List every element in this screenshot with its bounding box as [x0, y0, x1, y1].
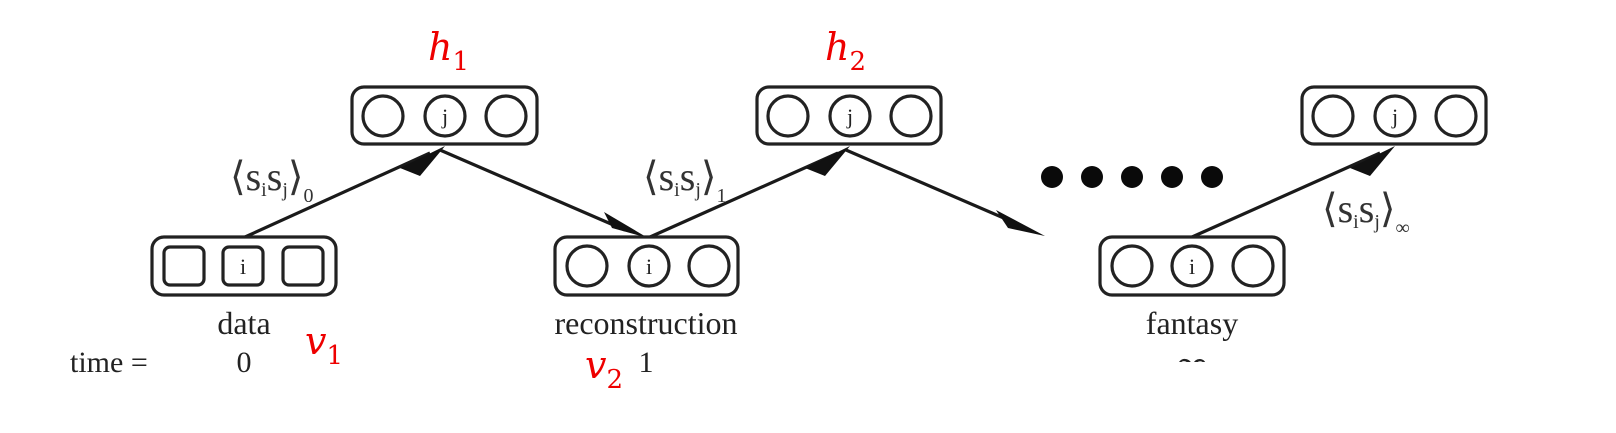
crop-mask	[990, 362, 1616, 433]
arrowhead-h1	[400, 146, 445, 176]
unit-square	[162, 245, 206, 287]
unit-circle	[361, 94, 405, 138]
stat-label-1: ⟨sisj⟩1	[643, 154, 726, 207]
unit-circle	[1311, 94, 1355, 138]
unit-circle	[484, 94, 528, 138]
layer-hidden-2: j	[755, 85, 943, 146]
svg-text:⟨sisj⟩0: ⟨sisj⟩0	[230, 154, 313, 207]
arrowhead-h2	[805, 146, 850, 176]
annotation-v1: v1	[305, 319, 343, 371]
time-value-1: 1	[639, 346, 654, 379]
unit-label-j: j	[846, 104, 853, 129]
annotation-v2: v2	[585, 343, 623, 395]
time-label: time =	[70, 346, 148, 379]
unit-circle	[889, 94, 933, 138]
unit-circle-i	[1170, 244, 1214, 288]
time-value-0: 0	[237, 346, 252, 379]
unit-circle	[687, 244, 731, 288]
connections	[244, 146, 1395, 239]
unit-square-i	[221, 245, 265, 287]
svg-text:⟨sisj⟩1: ⟨sisj⟩1	[643, 154, 726, 207]
caption-data: data	[217, 305, 270, 341]
unit-circle	[565, 244, 609, 288]
unit-label-i: i	[240, 254, 246, 279]
edge-reconstruction-to-h2	[649, 151, 839, 239]
unit-circle	[766, 94, 810, 138]
caption-reconstruction: reconstruction	[554, 305, 737, 341]
unit-label-j: j	[441, 104, 448, 129]
unit-circle	[1231, 244, 1275, 288]
unit-circle-j	[423, 94, 467, 138]
svg-text:⟨sisj⟩∞: ⟨sisj⟩∞	[1322, 186, 1410, 239]
unit-circle-i	[627, 244, 671, 288]
unit-circle-j	[1373, 94, 1417, 138]
layer-hidden-inf: j	[1300, 85, 1488, 146]
layer-data: i	[150, 235, 338, 297]
annotation-h2: h2	[825, 25, 866, 77]
unit-square	[281, 245, 325, 287]
arrowhead-reconstruction	[604, 212, 648, 238]
edge-h1-to-reconstruction	[439, 148, 626, 232]
edge-fantasy-to-hinf	[1191, 151, 1381, 239]
unit-label-i: i	[646, 254, 652, 279]
layer-fantasy: i	[1098, 235, 1286, 297]
caption-fantasy: fantasy	[1146, 305, 1238, 341]
unit-circle	[1434, 94, 1478, 138]
arrowhead-hinf	[1350, 146, 1395, 176]
edge-h2-to-next	[845, 148, 1021, 227]
ellipsis-dots	[1041, 166, 1223, 188]
edge-data-to-h1	[244, 151, 431, 239]
unit-label-j: j	[1391, 104, 1398, 129]
stat-label-inf: ⟨sisj⟩∞	[1322, 186, 1410, 239]
layer-reconstruction: i	[553, 235, 740, 297]
stat-label-0: ⟨sisj⟩0	[230, 154, 313, 207]
layer-hidden-1: j	[350, 85, 539, 146]
arrowhead-next	[996, 210, 1045, 236]
unit-circle-j	[828, 94, 872, 138]
unit-label-i: i	[1189, 254, 1195, 279]
annotation-h1: h1	[428, 25, 469, 77]
unit-circle	[1110, 244, 1154, 288]
